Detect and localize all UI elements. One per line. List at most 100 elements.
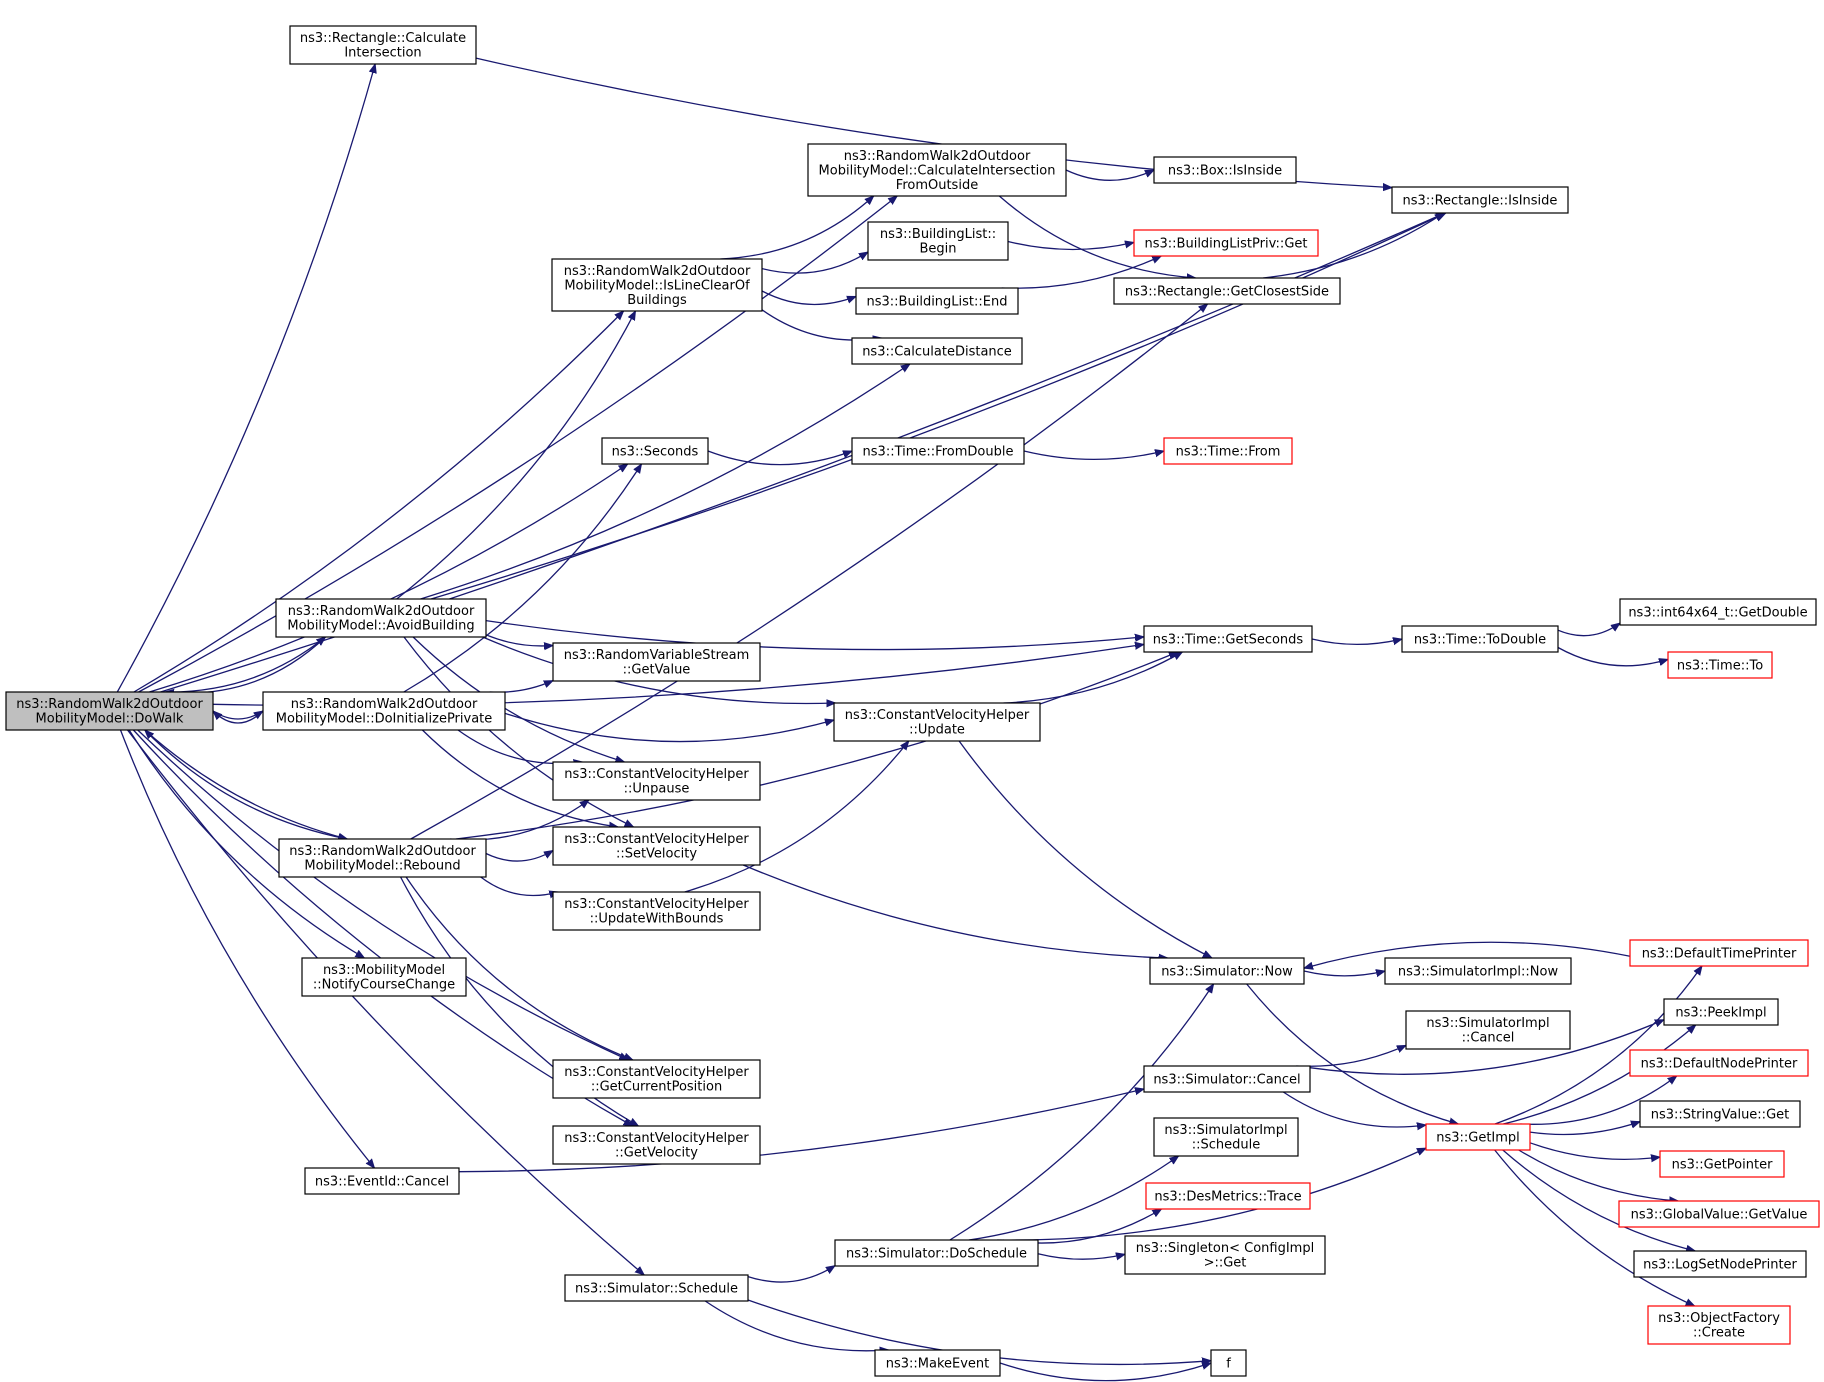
node-box	[1124, 1235, 1326, 1275]
node-cvh-update[interactable]: ns3::ConstantVelocityHelper::Update	[833, 702, 1041, 742]
node-label: >::Get	[1204, 1256, 1247, 1271]
node-label: ns3::Simulator::Cancel	[1153, 1072, 1300, 1087]
node-box	[1163, 437, 1293, 465]
node-box	[1153, 1117, 1299, 1157]
node-simimpl-cancel[interactable]: ns3::SimulatorImpl::Cancel	[1405, 1010, 1571, 1050]
node-logsetnode[interactable]: ns3::LogSetNodePrinter	[1633, 1250, 1807, 1278]
edge-line	[138, 196, 898, 693]
node-box	[1391, 186, 1569, 214]
node-dowalk[interactable]: ns3::RandomWalk2dOutdoorMobilityModel::D…	[5, 691, 214, 731]
edge-line	[1023, 451, 1164, 461]
node-sim-now[interactable]: ns3::Simulator::Now	[1149, 957, 1305, 985]
node-label: ns3::Time::To	[1677, 658, 1763, 673]
edge-avoid-to-getseconds	[485, 619, 1144, 651]
edge-doinit-to-seconds	[403, 464, 642, 693]
node-gv-getvalue[interactable]: ns3::GlobalValue::GetValue	[1618, 1200, 1820, 1228]
node-timeto[interactable]: ns3::Time::To	[1667, 651, 1773, 679]
node-sim-cancel[interactable]: ns3::Simulator::Cancel	[1143, 1065, 1311, 1093]
node-rw-isline[interactable]: ns3::RandomWalk2dOutdoorMobilityModel::I…	[551, 258, 763, 312]
node-cvh-setvel[interactable]: ns3::ConstantVelocityHelper::SetVelocity	[552, 826, 761, 866]
node-getimpl[interactable]: ns3::GetImpl	[1425, 1123, 1531, 1151]
edge-doinit-to-rvs-getvalue	[489, 680, 553, 693]
edge-dowalk-to-rebound	[144, 729, 347, 839]
node-rect-isinside[interactable]: ns3::Rectangle::IsInside	[1391, 186, 1569, 214]
node-sim-dosched[interactable]: ns3::Simulator::DoSchedule	[834, 1239, 1039, 1267]
edge-dowalk-to-rw-calcint	[138, 196, 898, 693]
edge-line	[455, 651, 1178, 840]
node-label: ns3::Simulator::Schedule	[575, 1281, 738, 1296]
node-rvs-getvalue[interactable]: ns3::RandomVariableStream::GetValue	[552, 642, 761, 682]
node-defnodeprinter[interactable]: ns3::DefaultNodePrinter	[1629, 1049, 1809, 1077]
node-box-isinside[interactable]: ns3::Box::IsInside	[1153, 156, 1297, 184]
node-simimpl-now[interactable]: ns3::SimulatorImpl::Now	[1384, 957, 1572, 985]
edge-sim-sched-to-sim-dosched	[747, 1266, 835, 1283]
node-rebound[interactable]: ns3::RandomWalk2dOutdoorMobilityModel::R…	[278, 838, 487, 878]
node-seconds[interactable]: ns3::Seconds	[601, 437, 709, 465]
edge-makeevent-to-f	[999, 1363, 1211, 1382]
node-label: ns3::GlobalValue::GetValue	[1631, 1207, 1808, 1222]
node-getseconds[interactable]: ns3::Time::GetSeconds	[1143, 625, 1313, 653]
node-cvh-getpos[interactable]: ns3::ConstantVelocityHelper::GetCurrentP…	[552, 1059, 761, 1099]
edge-rebound-to-cvh-setvel	[485, 851, 553, 862]
node-deftimeprinter[interactable]: ns3::DefaultTimePrinter	[1629, 939, 1809, 967]
node-label: ns3::ConstantVelocityHelper	[845, 708, 1030, 723]
node-fromdouble[interactable]: ns3::Time::FromDouble	[851, 437, 1025, 465]
edge-doinit-to-dowalk	[213, 711, 264, 724]
node-box	[1143, 1065, 1311, 1093]
node-calcdist[interactable]: ns3::CalculateDistance	[851, 337, 1023, 365]
node-singleton-get[interactable]: ns3::Singleton< ConfigImpl >::Get	[1124, 1235, 1326, 1275]
node-objfactory[interactable]: ns3::ObjectFactory::Create	[1647, 1305, 1791, 1345]
node-todouble[interactable]: ns3::Time::ToDouble	[1401, 625, 1559, 653]
node-simimpl-sched[interactable]: ns3::SimulatorImpl::Schedule	[1153, 1117, 1299, 1157]
node-desmetrics[interactable]: ns3::DesMetrics::Trace	[1145, 1182, 1311, 1210]
node-box	[1633, 1250, 1807, 1278]
node-cvh-unpause[interactable]: ns3::ConstantVelocityHelper::Unpause	[552, 761, 761, 801]
node-makeevent[interactable]: ns3::MakeEvent	[874, 1349, 1001, 1377]
edge-dowalk-to-rw-isline	[133, 311, 624, 693]
node-bl-begin[interactable]: ns3::BuildingList::Begin	[867, 221, 1009, 261]
node-blp-get[interactable]: ns3::BuildingListPriv::Get	[1133, 229, 1319, 257]
node-cvh-getvel[interactable]: ns3::ConstantVelocityHelper::GetVelocity	[552, 1125, 761, 1165]
edge-line	[400, 876, 639, 1126]
node-strvalue-get[interactable]: ns3::StringValue::Get	[1639, 1100, 1801, 1128]
node-getpointer[interactable]: ns3::GetPointer	[1659, 1150, 1785, 1178]
node-f[interactable]: f	[1210, 1349, 1247, 1377]
edge-getseconds-to-todouble	[1311, 639, 1402, 644]
node-eventid-cancel[interactable]: ns3::EventId::Cancel	[304, 1167, 460, 1195]
edge-line	[761, 252, 868, 274]
edge-line	[999, 1363, 1211, 1382]
node-box	[552, 761, 761, 801]
node-label: ns3::int64x64_t::GetDouble	[1628, 605, 1807, 620]
node-doinit[interactable]: ns3::RandomWalk2dOutdoorMobilityModel::D…	[262, 691, 506, 731]
edge-getimpl-to-defnodeprinter	[1520, 1076, 1676, 1125]
node-box	[5, 691, 214, 731]
edge-line	[420, 364, 910, 600]
node-int64[interactable]: ns3::int64x64_t::GetDouble	[1619, 598, 1817, 626]
node-bl-end[interactable]: ns3::BuildingList::End	[855, 287, 1019, 315]
node-box	[1384, 957, 1572, 985]
node-avoid[interactable]: ns3::RandomWalk2dOutdoorMobilityModel::A…	[275, 598, 487, 638]
node-label: ns3::Rectangle::GetClosestSide	[1125, 284, 1329, 299]
edge-rebound-to-cvh-getvel	[400, 876, 639, 1126]
node-box	[551, 258, 763, 312]
node-timefrom[interactable]: ns3::Time::From	[1163, 437, 1293, 465]
edge-avoid-to-calcdist	[420, 364, 910, 600]
edge-line	[1311, 639, 1402, 644]
node-box	[1145, 1182, 1311, 1210]
node-cvh-updbounds[interactable]: ns3::ConstantVelocityHelper::UpdateWithB…	[552, 891, 761, 931]
node-rect-calcint[interactable]: ns3::Rectangle::CalculateIntersection	[289, 25, 477, 65]
node-peekimpl[interactable]: ns3::PeekImpl	[1663, 998, 1779, 1026]
node-rect-closest[interactable]: ns3::Rectangle::GetClosestSide	[1113, 277, 1341, 305]
edge-sim-cancel-to-getimpl	[1282, 1091, 1426, 1127]
node-label: ns3::ConstantVelocityHelper	[564, 897, 749, 912]
node-sim-sched[interactable]: ns3::Simulator::Schedule	[564, 1274, 749, 1302]
edge-line	[747, 1266, 835, 1283]
edge-rw-isline-to-rw-calcint	[720, 196, 873, 260]
node-box	[1210, 1349, 1247, 1377]
edge-avoid-to-cvh-unpause	[412, 636, 624, 762]
node-label: Begin	[919, 242, 956, 257]
node-notifycourse[interactable]: ns3::MobilityModel::NotifyCourseChange	[301, 957, 467, 997]
node-label: ns3::RandomVariableStream	[564, 648, 750, 663]
node-rw-calcint[interactable]: ns3::RandomWalk2dOutdoorMobilityModel::C…	[807, 143, 1067, 197]
edge-avoid-to-rvs-getvalue	[485, 634, 553, 646]
